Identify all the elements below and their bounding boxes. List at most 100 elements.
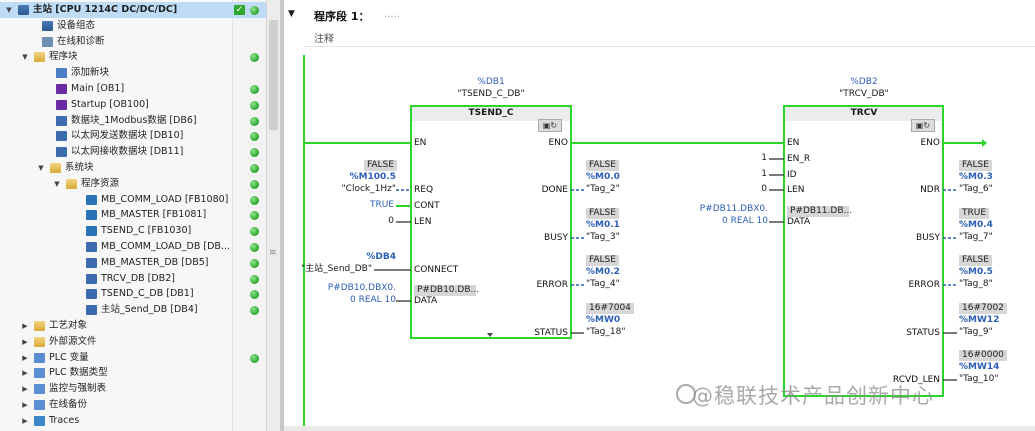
tree-item[interactable]: ▼系统块	[0, 160, 266, 176]
ndr-address[interactable]: %M0.3	[959, 172, 993, 182]
trcv-data-length[interactable]: 0 REAL 10	[721, 216, 768, 226]
connect-tag[interactable]: "主站_Send_DB"	[300, 264, 372, 274]
network-title[interactable]: 程序段 1：	[314, 10, 370, 23]
trcv-block[interactable]	[783, 105, 944, 397]
fb-block-icon	[86, 226, 97, 237]
tree-item[interactable]: Main [OB1]	[0, 81, 266, 97]
tree-item[interactable]: 添加新块	[0, 65, 266, 81]
len-value[interactable]: 0	[388, 216, 394, 226]
tsend-db-name[interactable]: "TSEND_C_DB"	[457, 89, 525, 99]
req-tag[interactable]: "Clock_1Hz"	[341, 184, 396, 194]
trcv-busy-tag[interactable]: "Tag_7"	[959, 232, 993, 242]
expand-icon[interactable]: ▶	[22, 337, 28, 346]
tree-item[interactable]: TSEND_C [FB1030]	[0, 223, 266, 239]
tsend-block-name: TSEND_C	[468, 108, 514, 118]
tree-item[interactable]: ▼主站 [CPU 1214C DC/DC/DC]✓	[0, 2, 266, 18]
busy-tag[interactable]: "Tag_3"	[586, 232, 620, 242]
tree-item[interactable]: MB_MASTER_DB [DB5]	[0, 255, 266, 271]
trcv-error-address[interactable]: %M0.5	[959, 267, 993, 277]
trcv-data-inside[interactable]: P#DB11.DB...	[787, 206, 852, 217]
tsend-data-inside[interactable]: P#DB10.DB...	[414, 285, 479, 296]
tree-item[interactable]: ▶外部源文件	[0, 334, 266, 350]
tree-item[interactable]: ▶监控与强制表	[0, 381, 266, 397]
collapse-icon[interactable]: ▼	[22, 53, 28, 62]
tree-item[interactable]: 以太网发送数据块 [DB10]	[0, 128, 266, 144]
connect-address[interactable]: %DB4	[366, 252, 396, 262]
rcvd-len-address[interactable]: %MW14	[959, 362, 1000, 372]
expand-icon[interactable]: ▶	[22, 322, 28, 330]
device-config-icon	[42, 20, 53, 31]
trcv-db-name[interactable]: "TRCV_DB"	[839, 89, 889, 99]
collapse-icon[interactable]: ▼	[6, 6, 12, 14]
network-comment[interactable]: 注释	[314, 34, 334, 45]
tree-item[interactable]: 主站_Send_DB [DB4]	[0, 302, 266, 318]
tree-item[interactable]: 数据块_1Modbus数据 [DB6]	[0, 113, 266, 129]
done-address[interactable]: %M0.0	[586, 172, 620, 182]
tree-item-label: 主站 [CPU 1214C DC/DC/DC]	[33, 4, 178, 15]
tsend-pin-en: EN	[414, 138, 427, 148]
ndr-tag[interactable]: "Tag_6"	[959, 184, 993, 194]
data-address[interactable]: P#DB10.DBX0.	[327, 283, 396, 293]
tsend-c-block[interactable]	[410, 105, 572, 339]
trcv-status-tag[interactable]: "Tag_9"	[959, 327, 993, 337]
status-tag[interactable]: "Tag_18"	[586, 327, 626, 337]
busy-address[interactable]: %M0.1	[586, 220, 620, 230]
trcv-db-address[interactable]: %DB2	[850, 77, 878, 87]
en-r-value[interactable]: 1	[761, 153, 767, 163]
collapse-icon[interactable]: ▼	[38, 164, 44, 172]
data-length[interactable]: 0 REAL 10	[349, 295, 396, 305]
done-tag[interactable]: "Tag_2"	[586, 184, 620, 194]
expand-icon[interactable]: ▶	[22, 416, 28, 425]
tree-scrollbar[interactable]: ≡	[266, 0, 280, 431]
trcv-error-tag[interactable]: "Tag_8"	[959, 279, 993, 289]
expand-icon[interactable]: ▶	[22, 385, 28, 394]
tree-scrollbar-thumb[interactable]	[269, 20, 278, 130]
trcv-status-address[interactable]: %MW12	[959, 315, 1000, 325]
tree-item-label: Traces	[49, 414, 80, 426]
trcv-pin-data: DATA	[787, 217, 811, 227]
tree-item[interactable]: MB_MASTER [FB1081]	[0, 207, 266, 223]
tsend-db-address[interactable]: %DB1	[477, 77, 505, 87]
tree-item[interactable]: MB_COMM_LOAD_DB [DB...	[0, 239, 266, 255]
trcv-len-value[interactable]: 0	[761, 184, 767, 194]
tree-item[interactable]: ▶ Traces	[0, 413, 266, 429]
trcv-pin-ndr: NDR	[920, 185, 940, 195]
tree-item[interactable]: ▶在线备份	[0, 397, 266, 413]
trcv-mode-icon[interactable]: ▣↻	[911, 119, 935, 132]
trcv-busy-address[interactable]: %M0.4	[959, 220, 993, 230]
tree-item[interactable]: ▶PLC 数据类型	[0, 365, 266, 381]
error-address[interactable]: %M0.2	[586, 267, 620, 277]
editor-splitter[interactable]	[280, 0, 284, 431]
status-address[interactable]: %MW0	[586, 315, 621, 325]
tree-item[interactable]: 以太网接收数据块 [DB11]	[0, 144, 266, 160]
tsend-mode-icon[interactable]: ▣↻	[538, 119, 562, 132]
tree-item[interactable]: ▼程序资源	[0, 176, 266, 192]
collapse-icon[interactable]: ▼	[54, 179, 60, 188]
tree-item[interactable]: TSEND_C_DB [DB1]	[0, 286, 266, 302]
folder-icon	[34, 336, 45, 347]
req-address[interactable]: %M100.5	[349, 172, 396, 182]
tree-item[interactable]: Startup [OB100]	[0, 97, 266, 113]
online-status-icon	[250, 100, 259, 110]
cont-value[interactable]: TRUE	[369, 200, 394, 210]
tree-item[interactable]: 设备组态	[0, 18, 266, 34]
tree-item[interactable]: ▶PLC 变量	[0, 350, 266, 366]
error-tag[interactable]: "Tag_4"	[586, 279, 620, 289]
tree-item-label: 以太网发送数据块 [DB10]	[71, 130, 184, 142]
trcv-error-monitor-value: FALSE	[959, 255, 992, 266]
trcv-data-address[interactable]: P#DB11.DBX0.	[699, 204, 768, 214]
collapse-network-icon[interactable]: ▼	[288, 9, 295, 19]
tree-item[interactable]: TRCV_DB [DB2]	[0, 271, 266, 287]
expand-icon[interactable]: ▶	[22, 353, 28, 362]
expand-icon[interactable]: ▶	[22, 369, 28, 378]
tree-item[interactable]: MB_COMM_LOAD [FB1080]	[0, 192, 266, 208]
network-title-value[interactable]: .....	[384, 9, 400, 20]
expand-icon[interactable]: ▶	[22, 401, 28, 409]
tree-item[interactable]: ▶工艺对象	[0, 318, 266, 334]
id-value[interactable]: 1	[761, 169, 767, 179]
tsend-c-expand-icon[interactable]	[487, 333, 493, 337]
online-status-icon	[250, 6, 259, 15]
tree-item[interactable]: 在线和诊断	[0, 34, 266, 50]
tree-item[interactable]: ▼程序块	[0, 49, 266, 65]
rcvd-len-tag[interactable]: "Tag_10"	[959, 374, 999, 384]
